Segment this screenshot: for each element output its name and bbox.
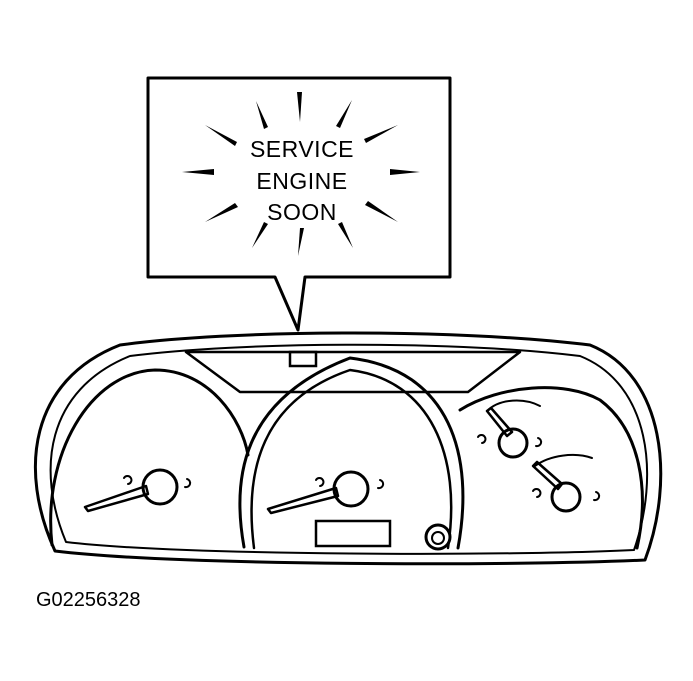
housing-inner (49, 343, 649, 555)
lower-gauge-stop-pin (532, 488, 542, 498)
left-gauge-needle (83, 484, 150, 513)
right-gauge (458, 386, 644, 550)
left-gauge (49, 368, 250, 547)
callout-line-1: SERVICE (250, 136, 354, 162)
ray (336, 100, 352, 128)
callout-line-3: SOON (267, 199, 337, 225)
ray (205, 125, 237, 146)
center-gauge (238, 356, 465, 551)
odometer-display (314, 519, 392, 548)
left-gauge-stop-pin (123, 475, 133, 485)
upper-gauge-needle (485, 406, 514, 438)
ray (256, 101, 268, 129)
lower-gauge-needle (531, 460, 564, 491)
cluster-housing (33, 331, 663, 566)
left-gauge-tick (184, 478, 192, 489)
ray (338, 222, 353, 248)
ray (182, 169, 214, 175)
right-gauge-sweep-lower (534, 453, 593, 467)
right-gauge-sweep-upper (486, 399, 541, 412)
right-gauge-face (458, 386, 644, 550)
center-gauge-bezel-inner (250, 368, 453, 550)
upper-gauge-stop-pin (477, 434, 487, 444)
ray (297, 92, 302, 122)
ray (364, 125, 398, 143)
callout-box (146, 76, 452, 332)
lower-gauge-hub (550, 481, 582, 513)
top-display-window (184, 350, 522, 394)
warning-lamp (288, 350, 318, 368)
upper-gauge-tick (535, 437, 543, 448)
figure-id: G02256328 (36, 589, 141, 611)
housing-outer (33, 331, 663, 566)
center-gauge-tick (377, 479, 385, 490)
trip-reset-knob-outer (424, 523, 452, 551)
ray (205, 203, 238, 222)
ray (365, 201, 398, 222)
center-gauge-needle (266, 486, 340, 515)
ray (298, 228, 304, 256)
callout-line-2: ENGINE (256, 168, 347, 194)
center-gauge-hub (332, 470, 370, 508)
center-gauge-bezel-outer (238, 356, 465, 550)
left-gauge-face (49, 368, 250, 547)
ray (252, 222, 268, 248)
warning-rays (182, 92, 420, 256)
ray (390, 169, 420, 175)
center-gauge-stop-pin (315, 477, 325, 487)
left-gauge-hub (141, 468, 179, 506)
trip-reset-knob-inner (431, 531, 445, 545)
lower-gauge-tick (593, 491, 601, 502)
